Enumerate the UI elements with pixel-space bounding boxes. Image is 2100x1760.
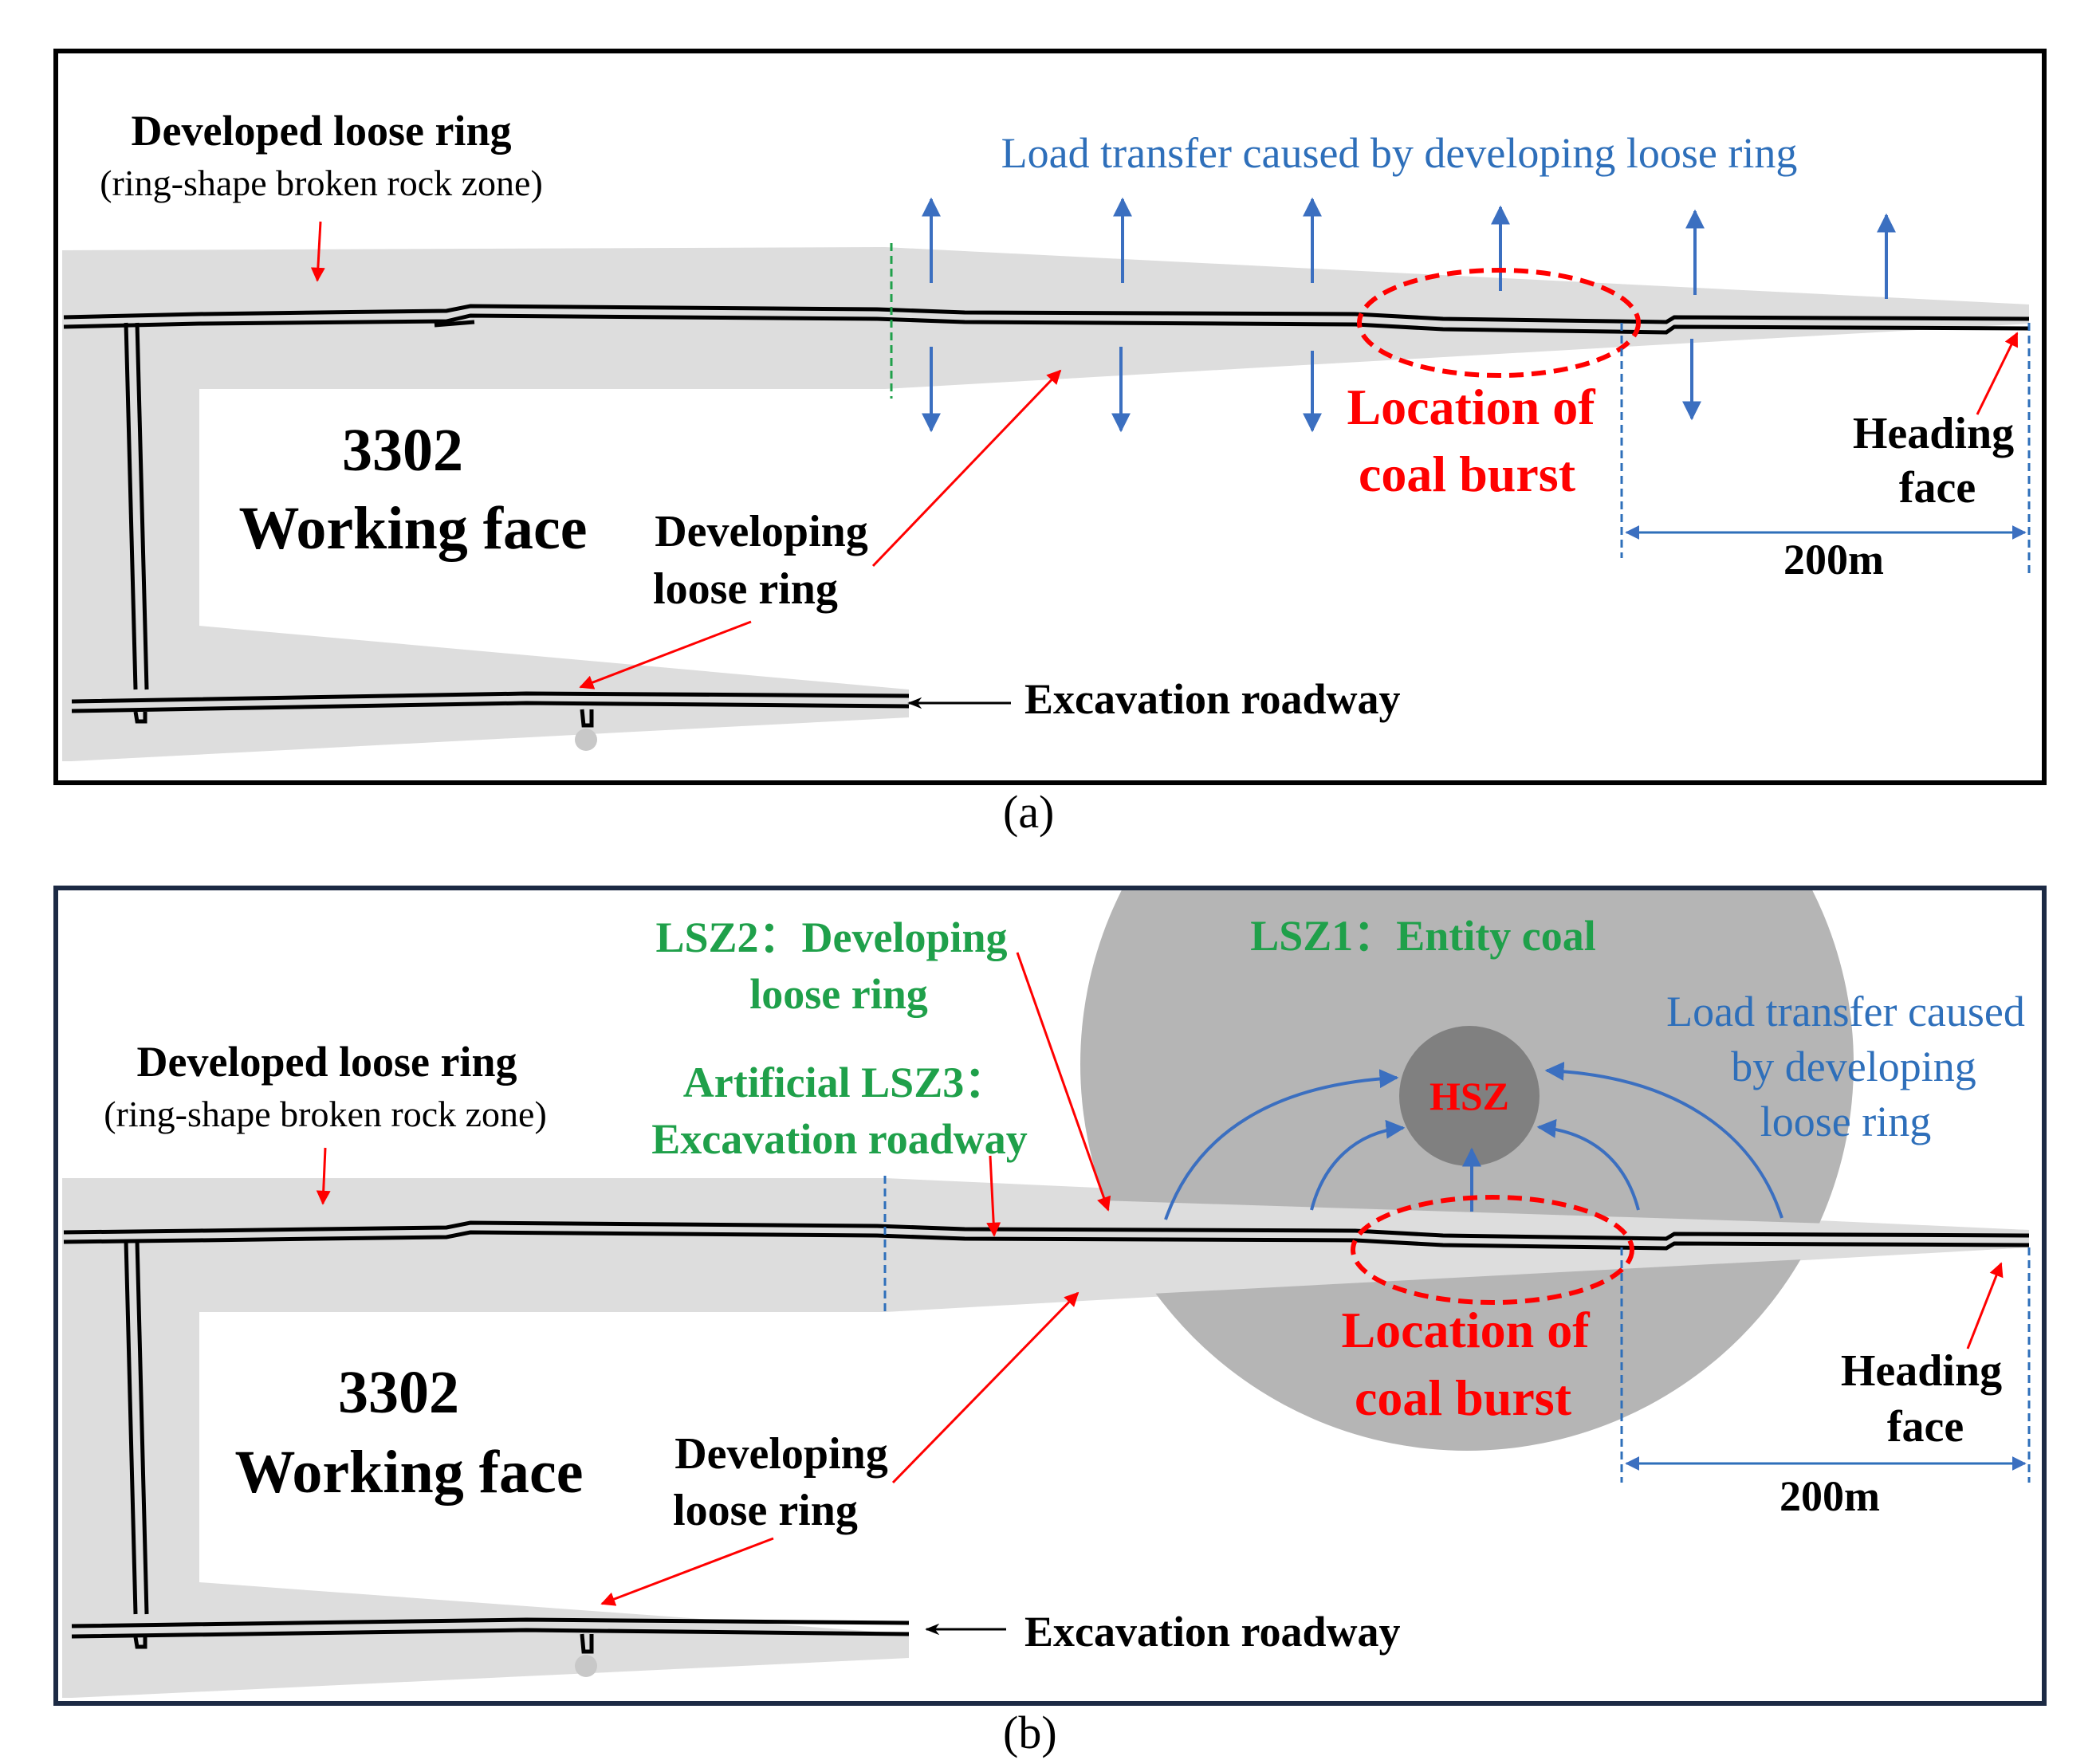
b-developing-ring-line1: Developing	[674, 1429, 888, 1479]
b-borehole-marker	[575, 1655, 597, 1677]
left-cross-roadway	[124, 322, 149, 690]
b-developed-ring-title: Developed loose ring	[137, 1038, 517, 1086]
b-load-line1: Load transfer caused	[1666, 988, 2025, 1035]
borehole-marker	[575, 729, 597, 751]
developed-loose-ring-zone	[62, 247, 2029, 761]
b-developed-loose-ring-zone	[62, 1178, 2029, 1698]
b-distance-dimension	[1620, 1247, 2031, 1483]
a-developed-ring-sub: (ring-shape broken rock zone)	[100, 163, 543, 203]
lsz3-line1: Artificial LSZ3：	[683, 1059, 1007, 1106]
b-distance-label: 200m	[1779, 1472, 1880, 1520]
a-distance-label: 200m	[1783, 536, 1884, 583]
b-bottom-excavation-roadway	[71, 1617, 910, 1654]
b-load-line3: loose ring	[1760, 1098, 1931, 1145]
a-developed-ring-title: Developed loose ring	[132, 107, 512, 155]
panel-b-drawing: Developed loose ring (ring-shape broken …	[62, 890, 2031, 1698]
a-excavation-roadway-label: Excavation roadway	[1024, 675, 1401, 723]
hsz-zone	[1399, 1026, 1540, 1166]
lsz2-line2: loose ring	[749, 970, 928, 1018]
b-developing-ring-line2: loose ring	[673, 1486, 858, 1535]
b-heading-line1: Heading	[1841, 1346, 2002, 1396]
panel-a-drawing: Developed loose ring (ring-shape broken …	[62, 107, 2031, 761]
b-working-face-label: Working face	[235, 1439, 584, 1506]
red-pointer-arrows	[310, 221, 2019, 689]
a-heading-line1: Heading	[1853, 409, 2014, 458]
b-load-transfer-arrows	[1164, 1061, 1783, 1220]
a-load-transfer-label: Load transfer caused by developing loose…	[1001, 129, 1798, 177]
distance-dimension	[1620, 323, 2031, 574]
b-excavation-roadway-label: Excavation roadway	[1024, 1608, 1401, 1656]
b-load-line2: by developing	[1731, 1043, 1976, 1090]
a-burst-line2: coal burst	[1359, 446, 1576, 502]
b-loose-ring-overlap	[1076, 1200, 2029, 1298]
b-coal-burst-ellipse	[1351, 1195, 1634, 1305]
b-working-face-number: 3302	[338, 1359, 459, 1426]
b-burst-line2: coal burst	[1355, 1369, 1572, 1426]
lsz3-line2: Excavation roadway	[651, 1115, 1028, 1163]
lsz2-line1: LSZ2：Developing	[655, 913, 1007, 961]
load-transfer-arrows	[922, 197, 1896, 433]
caption-b: (b)	[1003, 1707, 1057, 1758]
b-left-cross-roadway	[124, 1239, 149, 1615]
caption-a: (a)	[1003, 786, 1055, 838]
lsz1-entity-coal-zone	[1080, 890, 1854, 1451]
hsz-label: HSZ	[1429, 1074, 1509, 1118]
b-burst-line1: Location of	[1341, 1302, 1590, 1358]
a-heading-line2: face	[1899, 463, 1976, 513]
bottom-excavation-roadway	[71, 691, 910, 728]
coal-burst-ellipse	[1357, 268, 1641, 378]
b-developed-ring-sub: (ring-shape broken rock zone)	[104, 1094, 547, 1134]
b-red-pointer-arrows	[316, 952, 2004, 1606]
a-developing-ring-line1: Developing	[655, 507, 868, 556]
a-working-face-label: Working face	[239, 495, 588, 562]
b-heading-line2: face	[1887, 1402, 1964, 1452]
a-working-face-number: 3302	[342, 417, 463, 484]
top-roadway	[63, 304, 2030, 335]
a-developing-ring-line2: loose ring	[653, 564, 838, 614]
b-top-roadway	[63, 1220, 2030, 1251]
lsz1-label: LSZ1：Entity coal	[1250, 912, 1596, 960]
a-burst-line1: Location of	[1347, 379, 1595, 435]
